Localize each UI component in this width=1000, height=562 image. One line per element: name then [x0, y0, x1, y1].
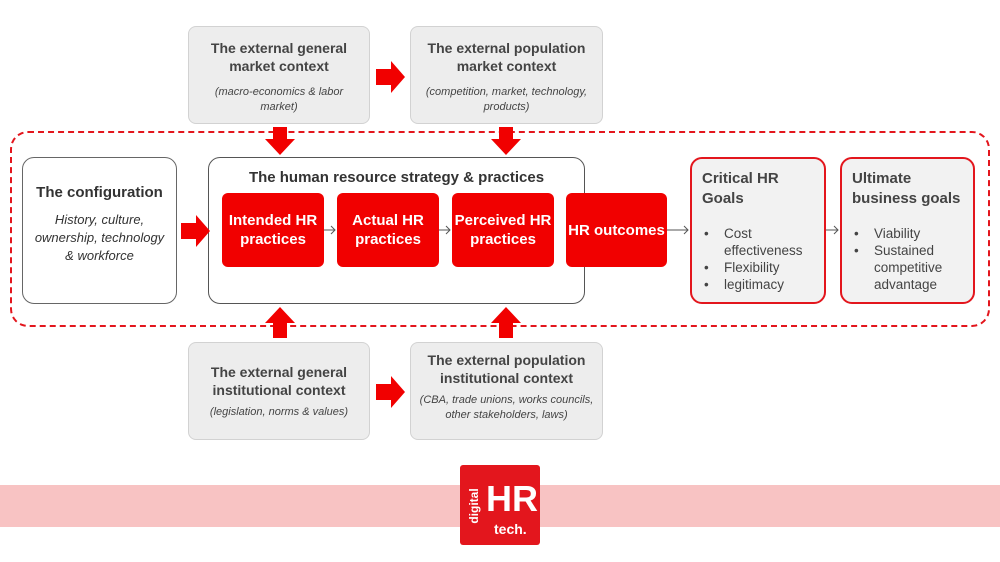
- external-general-market-context: The external general market context (mac…: [188, 26, 370, 124]
- list-item: Flexibility: [702, 259, 814, 276]
- ultimate-business-goals-box: Ultimate business goals Viability Sustai…: [840, 157, 975, 304]
- critical-hr-goals-title: Critical HR Goals: [702, 170, 779, 207]
- general-market-title: The external general market context: [210, 40, 348, 74]
- logo-hr-text: HR: [486, 478, 538, 519]
- population-market-title: The external population market context: [427, 40, 586, 74]
- external-general-institutional-context: The external general institutional conte…: [188, 342, 370, 440]
- hr-strategy-title: The human resource strategy & practices: [248, 169, 545, 186]
- arrow-up-population-institutional-icon: [491, 307, 521, 338]
- logo-tech-text: tech.: [494, 521, 527, 537]
- hr-outcomes: HR outcomes: [566, 193, 667, 267]
- external-population-market-context: The external population market context (…: [410, 26, 603, 124]
- logo-digital-text: digital: [467, 488, 481, 524]
- list-item: Cost effectiveness: [702, 225, 814, 259]
- external-population-institutional-context: The external population institutional co…: [410, 342, 603, 440]
- arrow-bottom-right-icon: [376, 376, 405, 408]
- general-market-subtitle: (macro-economics & labor market): [214, 86, 344, 113]
- critical-hr-goals-box: Critical HR Goals Cost effectiveness Fle…: [690, 157, 826, 304]
- arrow-up-general-institutional-icon: [265, 307, 295, 338]
- general-institutional-subtitle: (legislation, norms & values): [209, 406, 349, 418]
- intended-hr-practices: Intended HR practices: [222, 193, 324, 267]
- actual-hr-practices: Actual HR practices: [337, 193, 439, 267]
- ultimate-business-goals-title: Ultimate business goals: [852, 170, 961, 207]
- ultimate-business-goals-list: Viability Sustained competitive advantag…: [852, 225, 963, 293]
- population-institutional-title: The external population institutional co…: [427, 352, 586, 386]
- perceived-hr-practices: Perceived HR practices: [452, 193, 554, 267]
- arrow-config-to-strategy-icon: [181, 215, 210, 247]
- list-item: Viability: [852, 225, 963, 242]
- population-institutional-subtitle: (CBA, trade unions, works councils, othe…: [419, 394, 594, 421]
- practice-connectors: [324, 225, 839, 235]
- configuration-title: The configuration: [36, 184, 163, 201]
- arrow-down-population-market-icon: [491, 127, 521, 155]
- arrow-top-right-icon: [376, 61, 405, 93]
- digital-hr-tech-logo: digital HR tech.: [460, 465, 540, 545]
- arrow-down-general-market-icon: [265, 127, 295, 155]
- population-market-subtitle: (competition, market, technology, produc…: [425, 86, 588, 113]
- general-institutional-title: The external general institutional conte…: [210, 364, 348, 398]
- list-item: Sustained competitive advantage: [852, 242, 963, 293]
- list-item: legitimacy: [702, 276, 814, 293]
- configuration-box: The configuration History, culture, owne…: [22, 157, 177, 304]
- critical-hr-goals-list: Cost effectiveness Flexibility legitimac…: [702, 225, 814, 293]
- configuration-subtitle: History, culture, ownership, technology …: [34, 212, 165, 263]
